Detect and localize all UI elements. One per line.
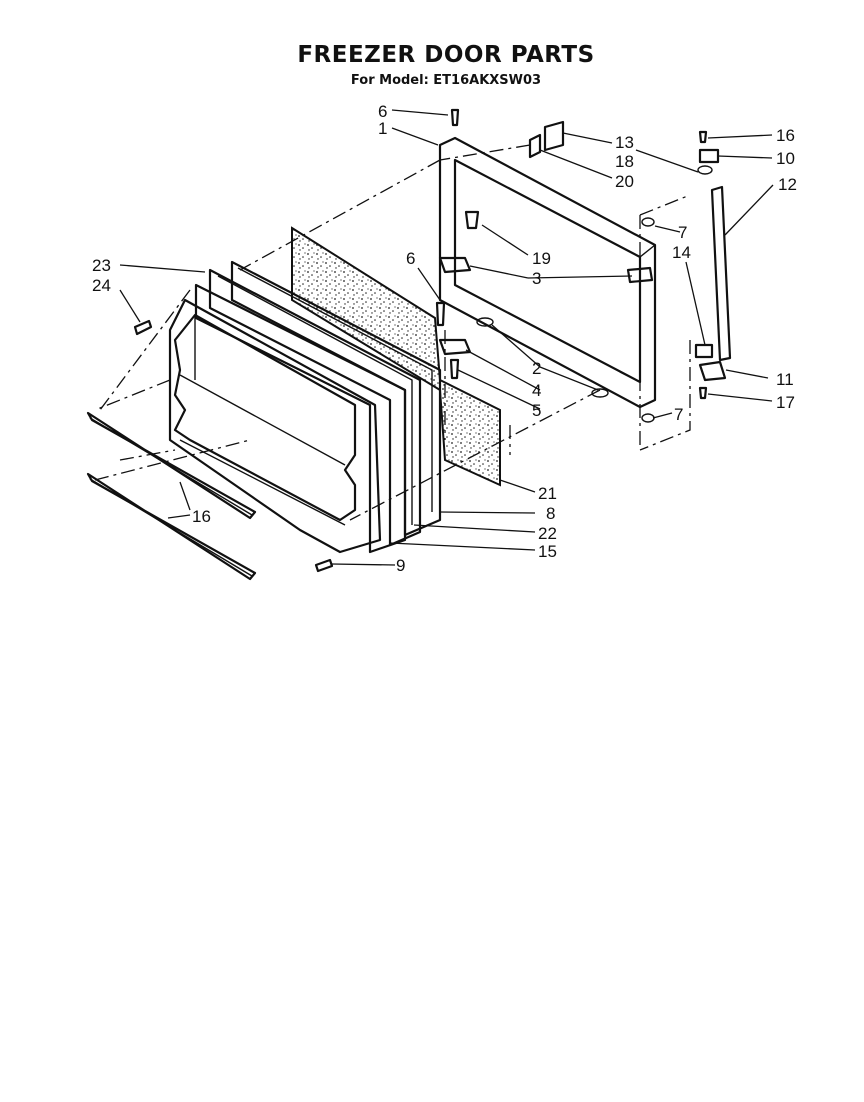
callout-2: 2 (532, 359, 541, 378)
callout-21: 21 (538, 484, 557, 503)
callout-18: 18 (615, 152, 634, 171)
callout-9: 9 (396, 556, 405, 575)
callout-8: 8 (546, 504, 555, 523)
callout-4: 4 (532, 381, 541, 400)
callout-1: 1 (378, 119, 387, 138)
callout-6-mid: 6 (406, 249, 415, 268)
door-gasket (194, 260, 442, 554)
callout-7-bottom: 7 (674, 405, 683, 424)
callout-11: 11 (776, 370, 794, 389)
callout-16-bottom: 17 (776, 393, 795, 412)
callout-15: 15 (538, 542, 557, 561)
callout-23: 23 (92, 256, 111, 275)
insulation-panel (291, 226, 501, 487)
callout-24: 24 (92, 276, 111, 295)
callout-17: 16 (192, 507, 211, 526)
door-shelf-bars (86, 411, 257, 581)
hinge-assembly (694, 130, 732, 400)
callout-10: 10 (776, 149, 795, 168)
callout-7-top: 7 (678, 223, 687, 242)
small-hardware (133, 108, 655, 573)
page-title: FREEZER DOOR PARTS (297, 42, 595, 68)
callout-6-top: 6 (378, 102, 387, 121)
callout-20: 20 (615, 172, 634, 191)
door-liner (168, 298, 382, 554)
callout-13: 13 (615, 133, 634, 152)
callout-labels: 6 1 13 18 20 16 10 12 7 14 19 6 3 2 4 5 … (92, 102, 797, 575)
callout-5: 5 (532, 401, 541, 420)
model-subtitle: For Model: ET16AKXSW03 (350, 73, 542, 88)
callout-22: 22 (538, 524, 557, 543)
callout-14: 14 (672, 243, 691, 262)
callout-19: 19 (532, 249, 551, 268)
leader-lines (119, 109, 774, 566)
callout-16-top: 16 (776, 126, 795, 145)
callout-3: 3 (532, 269, 541, 288)
callout-12: 12 (778, 175, 797, 194)
